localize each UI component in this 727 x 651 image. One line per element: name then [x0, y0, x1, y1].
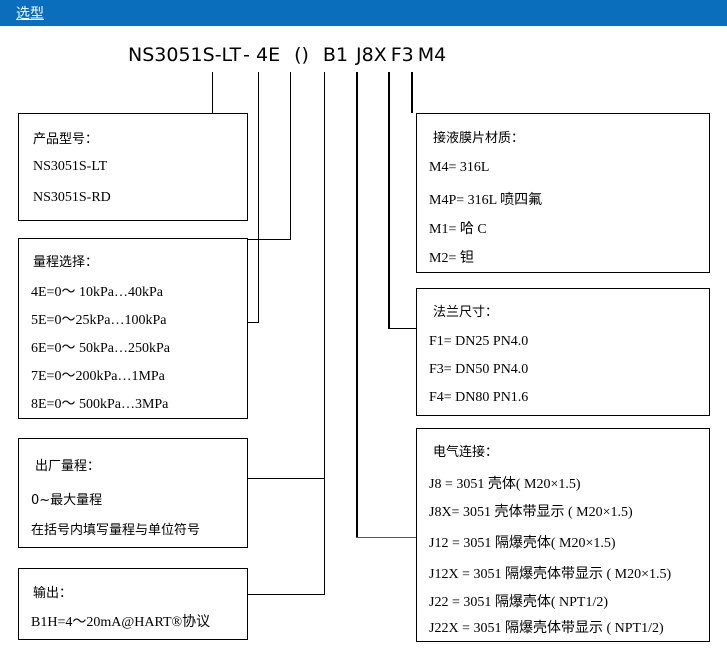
box-output: 输出： B1H=4～20mA@HART®协议	[18, 568, 248, 640]
box-electrical-connection-title: 电气连接：	[433, 445, 499, 460]
connector-model-vertical	[212, 72, 213, 113]
box-product-model: 产品型号： NS3051S-LT NS3051S-RD	[18, 113, 248, 221]
box-range-select-item-4: 8E=0～ 500kPa…3MPa	[31, 397, 169, 412]
box-flange-size-item-2: F4= DN80 PN1.6	[429, 390, 529, 405]
box-output-title: 输出：	[33, 586, 73, 601]
box-diaphragm-material-title: 接液膜片材质：	[433, 131, 525, 146]
code-segment-flange: F3	[390, 44, 414, 66]
connector-output-elbow	[233, 594, 325, 595]
connector-range-vertical	[258, 72, 259, 323]
code-segment-model: NS3051S-LT	[128, 44, 242, 66]
box-range-select-item-0: 4E=0～ 10kPa…40kPa	[31, 285, 163, 300]
connector-paren-elbow	[233, 239, 291, 240]
connector-material-vertical	[411, 72, 413, 113]
connector-factory-range-elbow	[233, 478, 325, 479]
connector-output-vertical	[324, 72, 325, 479]
box-diaphragm-material-item-1: M4P= 316L 喷四氟	[429, 193, 543, 208]
code-segment-range: 4E	[255, 44, 281, 66]
box-product-model-item-1: NS3051S-RD	[33, 190, 111, 205]
box-factory-range-item-0: 0~最大量程	[31, 493, 103, 508]
box-range-select-item-2: 6E=0～ 50kPa…250kPa	[31, 341, 170, 356]
connector-electrical-elbow	[356, 537, 416, 538]
box-electrical-connection: 电气连接： J8 = 3051 壳体( M20×1.5) J8X= 3051 壳…	[416, 428, 710, 642]
box-electrical-connection-item-0: J8 = 3051 壳体( M20×1.5)	[429, 477, 581, 492]
box-range-select-item-3: 7E=0～200kPa…1MPa	[31, 369, 165, 384]
box-range-select-title: 量程选择：	[33, 255, 99, 270]
connector-flange-vertical	[388, 72, 390, 329]
box-factory-range-title: 出厂量程：	[35, 459, 101, 474]
box-flange-size-item-0: F1= DN25 PN4.0	[429, 334, 529, 349]
connector-electrical-vertical	[356, 72, 358, 538]
box-output-item-0: B1H=4～20mA@HART®协议	[31, 615, 211, 630]
code-segment-material: M4	[417, 44, 447, 66]
code-segment-output: B1	[322, 44, 349, 66]
box-electrical-connection-item-4: J22 = 3051 隔爆壳体( NPT1/2)	[429, 595, 609, 610]
box-diaphragm-material: 接液膜片材质： M4= 316L M4P= 316L 喷四氟 M1= 哈 C M…	[416, 113, 710, 273]
header-bar: 选型	[0, 0, 727, 26]
box-flange-size-item-1: F3= DN50 PN4.0	[429, 362, 529, 377]
box-range-select: 量程选择： 4E=0～ 10kPa…40kPa 5E=0～25kPa…100kP…	[18, 238, 248, 419]
box-flange-size: 法兰尺寸： F1= DN25 PN4.0 F3= DN50 PN4.0 F4= …	[416, 288, 710, 416]
box-range-select-item-1: 5E=0～25kPa…100kPa	[31, 313, 167, 328]
box-electrical-connection-item-1: J8X= 3051 壳体带显示 ( M20×1.5)	[429, 505, 633, 520]
box-flange-size-title: 法兰尺寸：	[433, 305, 499, 320]
connector-flange-elbow	[388, 328, 416, 329]
page-title: 选型	[16, 6, 44, 22]
code-segment-electrical: J8X	[356, 44, 387, 66]
box-electrical-connection-item-3: J12X = 3051 隔爆壳体带显示 ( M20×1.5)	[429, 567, 672, 582]
connector-paren-vertical	[290, 72, 291, 239]
connector-output-vertical-lower	[324, 478, 325, 595]
box-product-model-item-0: NS3051S-LT	[33, 159, 108, 174]
code-segment-dash: -	[243, 44, 250, 66]
box-electrical-connection-item-5: J22X = 3051 隔爆壳体带显示 ( NPT1/2)	[429, 621, 664, 636]
box-factory-range-item-1: 在括号内填写量程与单位符号	[31, 523, 201, 538]
box-diaphragm-material-item-2: M1= 哈 C	[429, 222, 487, 237]
box-electrical-connection-item-2: J12 = 3051 隔爆壳体( M20×1.5)	[429, 536, 616, 551]
box-diaphragm-material-item-0: M4= 316L	[429, 160, 490, 175]
box-diaphragm-material-item-3: M2= 钽	[429, 251, 474, 266]
box-factory-range: 出厂量程： 0~最大量程 在括号内填写量程与单位符号	[18, 438, 248, 548]
code-segment-paren: ()	[294, 44, 309, 66]
box-product-model-title: 产品型号：	[33, 132, 99, 147]
